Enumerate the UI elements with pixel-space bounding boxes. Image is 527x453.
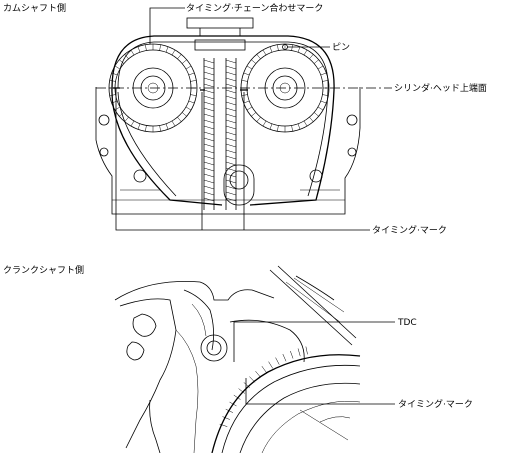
crankshaft-side-title: クランクシャフト側 [3,264,84,276]
crankshaft-assembly [114,265,361,453]
timing-mark-leader-left [115,88,370,231]
chain-mark-leader [149,7,185,44]
pin-label: ピン [332,42,350,53]
timing-mark-leader-bottom [245,378,395,405]
timing-mark-label-top: タイミング·マーク [372,224,447,236]
camshaft-side-title: カムシャフト側 [3,2,66,14]
camshaft-assembly [95,17,361,215]
chain-mark-label: タイミング·チェーン合わせマーク [186,2,323,14]
timing-mark-label-bottom: タイミング·マーク [398,398,473,410]
tdc-leader [233,321,395,362]
tdc-label: TDC [397,318,417,328]
head-surface-label: シリンダ·ヘッド上端面 [394,82,487,94]
